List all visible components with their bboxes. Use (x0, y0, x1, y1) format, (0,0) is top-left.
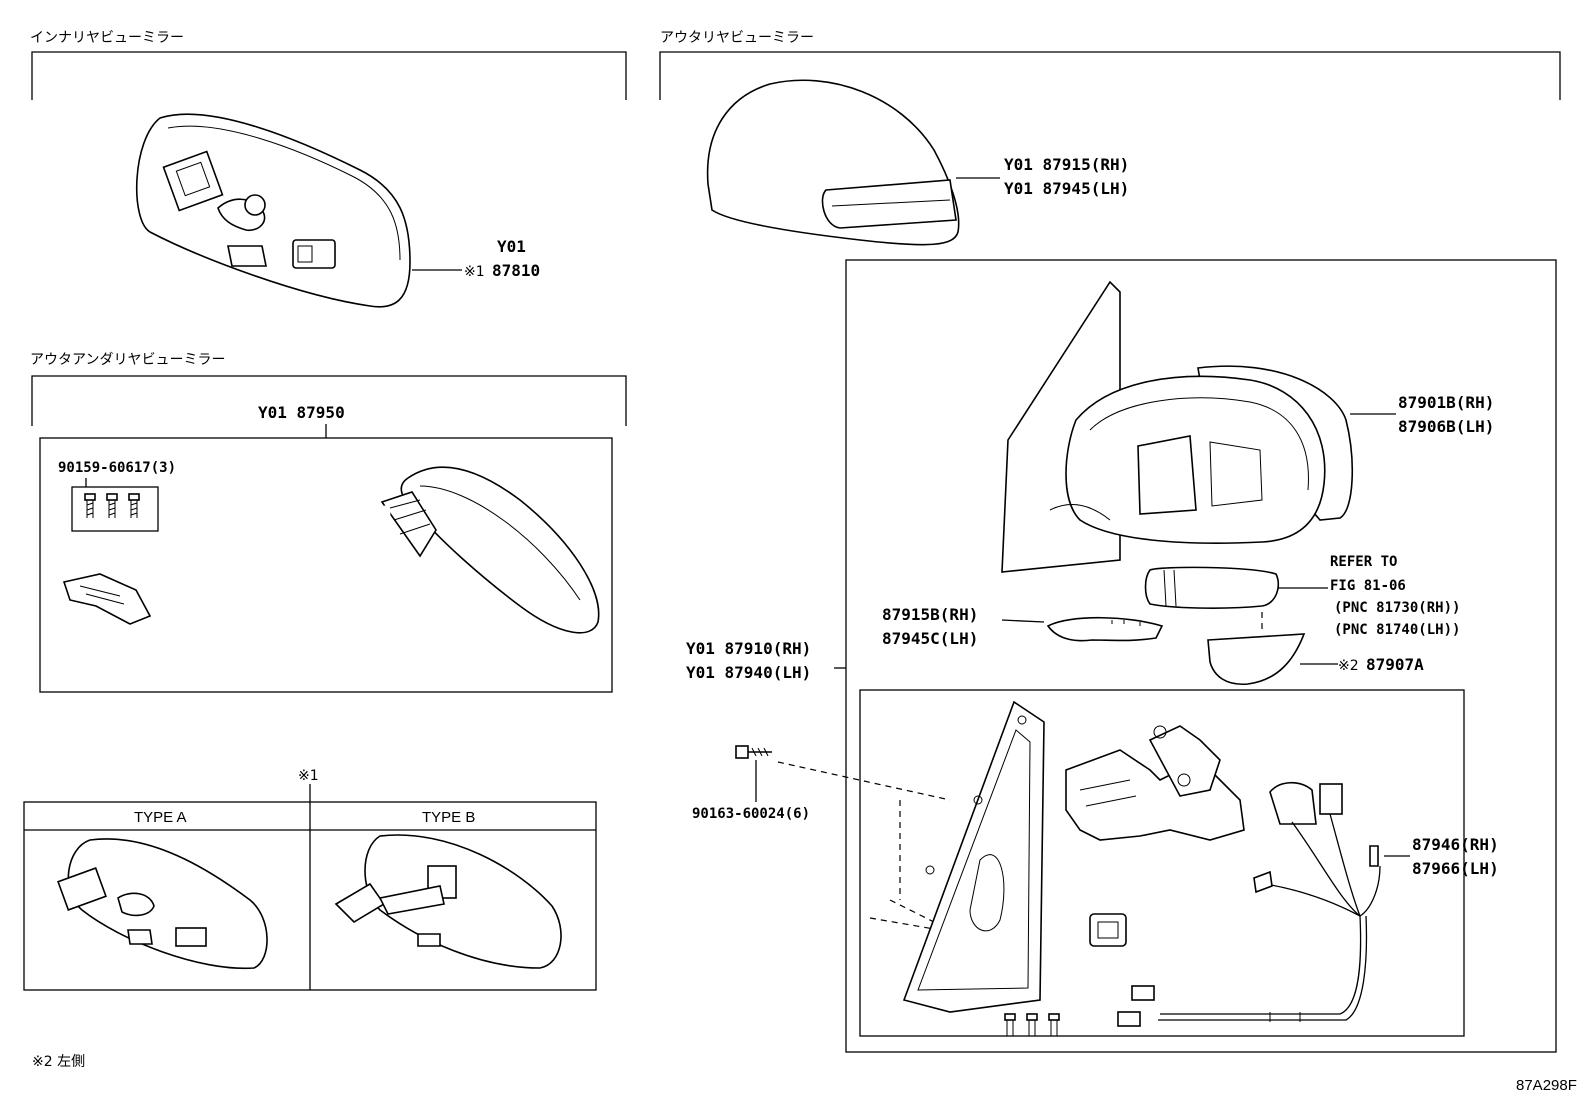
footer-note: ※2 左側 (32, 1054, 85, 1070)
harness-rh-label: 87946(RH) (1412, 835, 1499, 854)
mirror-housing-icon (1001, 280, 1353, 573)
refer-line-3: (PNC 81730(RH)) (1334, 600, 1460, 616)
housing-rh-label: 87901B(RH) (1398, 393, 1494, 412)
type-a-label: TYPE A (134, 809, 187, 826)
inner-mirror-part-number: 87810 (492, 261, 540, 280)
outer-mirror-assy-frame (845, 259, 1557, 1053)
inner-mirror-icon (135, 113, 411, 308)
bolt-part-label: 90163-60024(6) (692, 806, 810, 822)
type-b-mirror-icon (334, 834, 562, 969)
mirror-lens-icon (1207, 633, 1306, 686)
actuator-icon (1065, 725, 1245, 841)
bolt-icon (735, 745, 772, 759)
screw-set-box (71, 486, 159, 532)
type-box-note-mark: ※1 (298, 768, 319, 784)
mirror-base-icon (902, 700, 1045, 1013)
inner-mirror-bracket (31, 51, 627, 100)
refer-line-1: REFER TO (1330, 554, 1397, 570)
cover-rh-label: Y01 87915(RH) (1004, 155, 1129, 174)
lamp-rh-label: 87915B(RH) (882, 605, 978, 624)
figure-code: 87A298F (1516, 1077, 1577, 1094)
side-lamp-icon (1046, 616, 1164, 642)
assy-rh-label: Y01 87910(RH) (686, 639, 811, 658)
under-mirror-section-title: アウタアンダリヤビューミラー (30, 352, 225, 368)
screw-icon (84, 493, 140, 518)
lens-part-label: 87907A (1366, 655, 1424, 674)
motor-subassy-frame (859, 689, 1465, 1037)
refer-line-2: FIG 81-06 (1330, 578, 1406, 594)
inner-mirror-section-title: インナリヤビューミラー (30, 30, 184, 46)
type-a-mirror-icon (57, 838, 268, 970)
harness-lh-label: 87966(LH) (1412, 859, 1499, 878)
under-mirror-part-number: Y01 87950 (258, 403, 345, 422)
type-b-label: TYPE B (422, 809, 475, 826)
inner-mirror-note-mark: ※1 (464, 264, 485, 280)
mirror-cover-icon (706, 79, 960, 246)
under-mirror-bracket (31, 375, 627, 426)
outer-mirror-section-title: アウタリヤビューミラー (660, 30, 814, 46)
lens-mark: ※2 (1338, 658, 1359, 674)
lamp-lh-label: 87945C(LH) (882, 629, 978, 648)
small-screws-icon (1004, 1013, 1060, 1036)
refer-line-4: (PNC 81740(LH)) (1334, 622, 1460, 638)
connector-block-icon (1089, 913, 1127, 947)
outer-mirror-bracket (659, 51, 1561, 100)
under-mirror-icon (62, 466, 600, 666)
housing-lh-label: 87906B(LH) (1398, 417, 1494, 436)
under-mirror-frame (39, 437, 613, 693)
under-mirror-screw-label: 90159-60617(3) (58, 460, 176, 476)
cover-lh-label: Y01 87945(LH) (1004, 179, 1129, 198)
harness-icon (1117, 781, 1381, 1027)
turn-lamp-icon (1144, 566, 1280, 609)
assy-lh-label: Y01 87940(LH) (686, 663, 811, 682)
inner-mirror-prefix: Y01 (497, 237, 526, 256)
